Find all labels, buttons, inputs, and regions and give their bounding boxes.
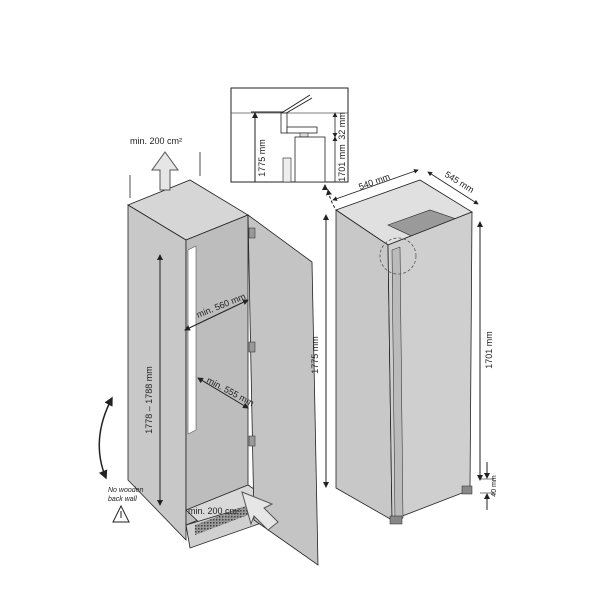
appliance-foot-front xyxy=(389,515,403,525)
detail-highlight-circle xyxy=(379,237,417,275)
detail-cabinet-top-edge-inner xyxy=(282,97,313,116)
hinge-top xyxy=(248,227,256,239)
detail-hinge xyxy=(282,157,292,183)
hinge-bottom xyxy=(248,435,256,447)
plinth-label: 40 mm xyxy=(491,475,498,497)
appliance-height-label: 1775 mm xyxy=(310,336,320,374)
appliance xyxy=(335,179,473,525)
curved-arrow-icon xyxy=(98,396,113,480)
appliance-depth-dimension xyxy=(427,171,479,205)
detail-pointer-triangle-icon xyxy=(322,184,328,190)
niche-depth-dimension xyxy=(197,377,249,409)
appliance-width-label: 540 mm xyxy=(357,171,391,192)
appliance-door-hinge-strip xyxy=(391,246,404,522)
detail-appliance-body xyxy=(294,136,326,183)
appliance-depth-label: 545 mm xyxy=(443,169,476,195)
vent-bottom-label: min. 200 cm² xyxy=(188,506,240,516)
appliance-foot-right xyxy=(461,485,473,495)
body-height-label: 1701 mm xyxy=(484,331,494,369)
cabinet-interior-opening xyxy=(187,245,197,435)
detail-bracket-vertical xyxy=(280,112,288,134)
no-back-wall-line1: No wooden xyxy=(108,487,144,494)
no-back-wall-line2: back wall xyxy=(108,496,137,503)
detail-gap-label: 32 mm xyxy=(337,112,347,140)
detail-spacer xyxy=(299,132,309,138)
airflow-arrow-top-icon xyxy=(151,151,179,191)
niche-height-label: 1778 – 1788 mm xyxy=(144,366,154,434)
detail-inset: 1775 mm 32 mm 1701 mm xyxy=(230,87,349,190)
niche-width-dimension xyxy=(184,299,249,331)
appliance-side xyxy=(335,209,393,521)
detail-cabinet-top-edge xyxy=(251,94,311,113)
cabinet-door xyxy=(247,214,319,566)
vent-top-label: min. 200 cm² xyxy=(130,136,182,146)
hinge-middle xyxy=(248,341,256,353)
detail-body-label: 1701 mm xyxy=(337,144,347,182)
appliance-width-dimension xyxy=(332,169,419,201)
cabinet-niche xyxy=(127,152,319,566)
detail-total-label: 1775 mm xyxy=(257,139,267,177)
airflow-arrow-bottom-icon xyxy=(241,491,279,531)
detail-pointer-arrow xyxy=(326,189,383,244)
ventilation-grill-bottom xyxy=(195,505,248,535)
warning-icon xyxy=(112,504,130,523)
detail-bracket-horizontal xyxy=(286,126,318,134)
